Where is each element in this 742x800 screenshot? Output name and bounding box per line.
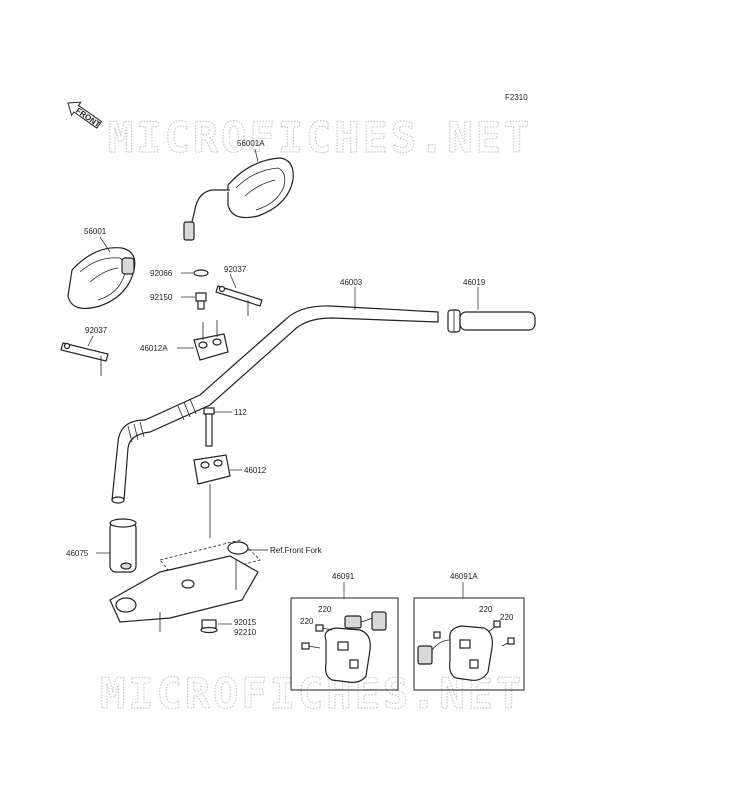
label-bolt-112: 112 — [234, 408, 247, 417]
label-bracket-upper: 92037 — [224, 265, 247, 274]
label-holder-upper: 46012A — [140, 344, 168, 353]
fork-bracket — [109, 539, 261, 632]
nut-part — [200, 619, 218, 634]
holder-upper — [193, 320, 229, 361]
watermark-top: MICROFICHES.NET — [108, 113, 532, 162]
label-bolt: 92150 — [150, 293, 173, 302]
grip-right — [447, 309, 536, 333]
label-screw-l1: 220 — [318, 605, 332, 614]
label-switch-left: 46091 — [332, 572, 355, 581]
figure-code: F2310 — [505, 93, 528, 102]
label-bracket-lower: 92037 — [85, 326, 108, 335]
washer-part — [193, 269, 209, 277]
label-grip-right: 46019 — [463, 278, 486, 287]
switch-right-box — [413, 597, 525, 691]
mirror-right — [183, 148, 294, 241]
label-switch-right: 46091A — [450, 572, 478, 581]
label-mirror-right: 56001A — [237, 139, 265, 148]
front-label: FRONT — [74, 106, 102, 129]
bolt-92150 — [195, 292, 207, 310]
watermark-bottom: MICROFICHES.NET — [100, 669, 524, 718]
handlebar — [111, 305, 439, 504]
label-grip-left: 46075 — [66, 549, 89, 558]
label-washer: 92066 — [150, 269, 173, 278]
switch-left-box — [290, 597, 399, 691]
grip-left — [109, 518, 137, 573]
holder-lower — [193, 454, 231, 538]
label-nut: 92015 — [234, 618, 257, 627]
bracket-lower — [60, 342, 109, 376]
mirror-left — [67, 236, 136, 309]
front-arrow-icon: FRONT — [67, 101, 103, 129]
bracket-upper — [215, 285, 263, 316]
label-mirror-left: 56001 — [84, 227, 107, 236]
label-handlebar: 46003 — [340, 278, 363, 287]
label-ref-front-fork: Ref.Front Fork — [270, 546, 323, 555]
label-screw-r1: 220 — [479, 605, 493, 614]
bolt-112 — [203, 407, 215, 447]
label-screw-r2: 220 — [500, 613, 514, 622]
label-screw-l2: 220 — [300, 617, 314, 626]
label-holder-lower: 46012 — [244, 466, 267, 475]
label-washer-lower: 92210 — [234, 628, 257, 637]
